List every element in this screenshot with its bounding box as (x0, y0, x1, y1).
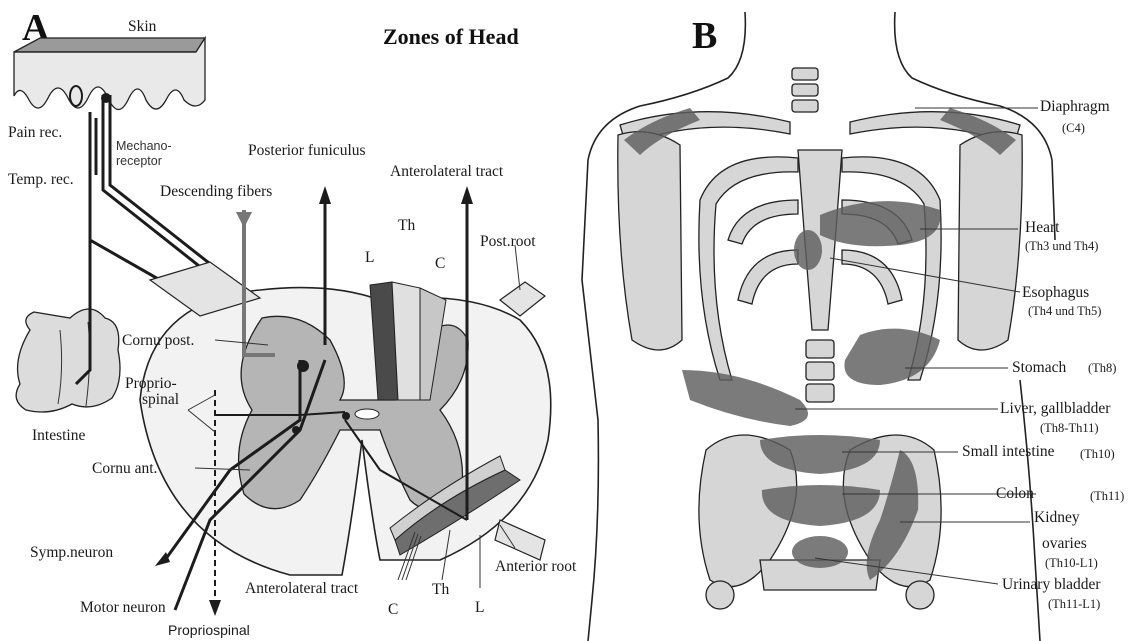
label-th-bottom: Th (432, 581, 449, 598)
organ-label-heart: Heart (1025, 219, 1060, 236)
label-skin: Skin (128, 18, 157, 35)
label-mechano-1: Mechano- (116, 139, 172, 153)
label-cornu-ant: Cornu ant. (92, 460, 157, 477)
label-cornu-post: Cornu post. (122, 332, 194, 349)
organ-segment-ovaries: (Th10-L1) (1045, 556, 1098, 570)
label-symp-neuron: Symp.neuron (30, 544, 113, 561)
panel-a-title: Zones of Head (383, 24, 519, 49)
label-l-top: L (365, 249, 374, 266)
panel-b-letter: B (692, 15, 717, 57)
label-descending-fibers: Descending fibers (160, 183, 272, 200)
organ-label-liver: Liver, gallbladder (1000, 400, 1111, 417)
label-proprio-1: Proprio- (125, 375, 177, 392)
label-c-top: C (435, 255, 445, 272)
label-c-bottom: C (388, 601, 398, 618)
label-anterolateral-tract-bottom: Anterolateral tract (245, 580, 359, 597)
organ-label-colon: Colon (996, 485, 1034, 502)
organ-label-urinary-bladder: Urinary bladder (1002, 576, 1101, 593)
skeleton (618, 68, 1022, 609)
label-motor-neuron: Motor neuron (80, 599, 166, 616)
panel-b: B (582, 12, 1124, 641)
label-pain-rec: Pain rec. (8, 124, 62, 141)
label-anterior-root: Anterior root (495, 558, 577, 575)
label-intestine: Intestine (32, 427, 85, 444)
label-th-top: Th (398, 217, 415, 234)
label-l-bottom: L (475, 599, 484, 616)
organ-segment-liver: (Th8-Th11) (1040, 421, 1099, 435)
organ-segment-diaphragm: (C4) (1062, 121, 1085, 135)
label-mechano-2: receptor (116, 154, 162, 168)
spinal-cord-section (140, 282, 551, 575)
organ-segment-small-intestine: (Th10) (1080, 447, 1115, 461)
organ-segment-stomach: (Th8) (1088, 361, 1116, 375)
organ-label-esophagus: Esophagus (1022, 284, 1089, 301)
organ-label-small-intestine: Small intestine (962, 443, 1055, 460)
label-anterolateral-tract-top: Anterolateral tract (390, 163, 504, 180)
organ-label-ovaries: ovaries (1042, 535, 1087, 552)
label-temp-rec: Temp. rec. (8, 171, 74, 188)
label-posterior-funiculus: Posterior funiculus (248, 142, 366, 159)
label-proprio-2: spinal (142, 391, 179, 408)
organ-label-stomach: Stomach (1012, 359, 1066, 376)
panel-a: A Zones of Head Skin Pain rec. Temp. rec… (8, 7, 577, 638)
intestine-illustration (16, 309, 120, 412)
organ-label-diaphragm: Diaphragm (1040, 98, 1110, 115)
organ-segment-heart: (Th3 und Th4) (1025, 239, 1098, 253)
label-post-root: Post.root (480, 233, 536, 250)
label-propriospinal: Propriospinal (168, 622, 250, 638)
organ-segment-colon: (Th11) (1090, 489, 1124, 503)
organ-segment-esophagus: (Th4 und Th5) (1028, 304, 1101, 318)
organ-segment-urinary-bladder: (Th11-L1) (1048, 597, 1100, 611)
organ-label-kidney: Kidney (1034, 509, 1080, 526)
